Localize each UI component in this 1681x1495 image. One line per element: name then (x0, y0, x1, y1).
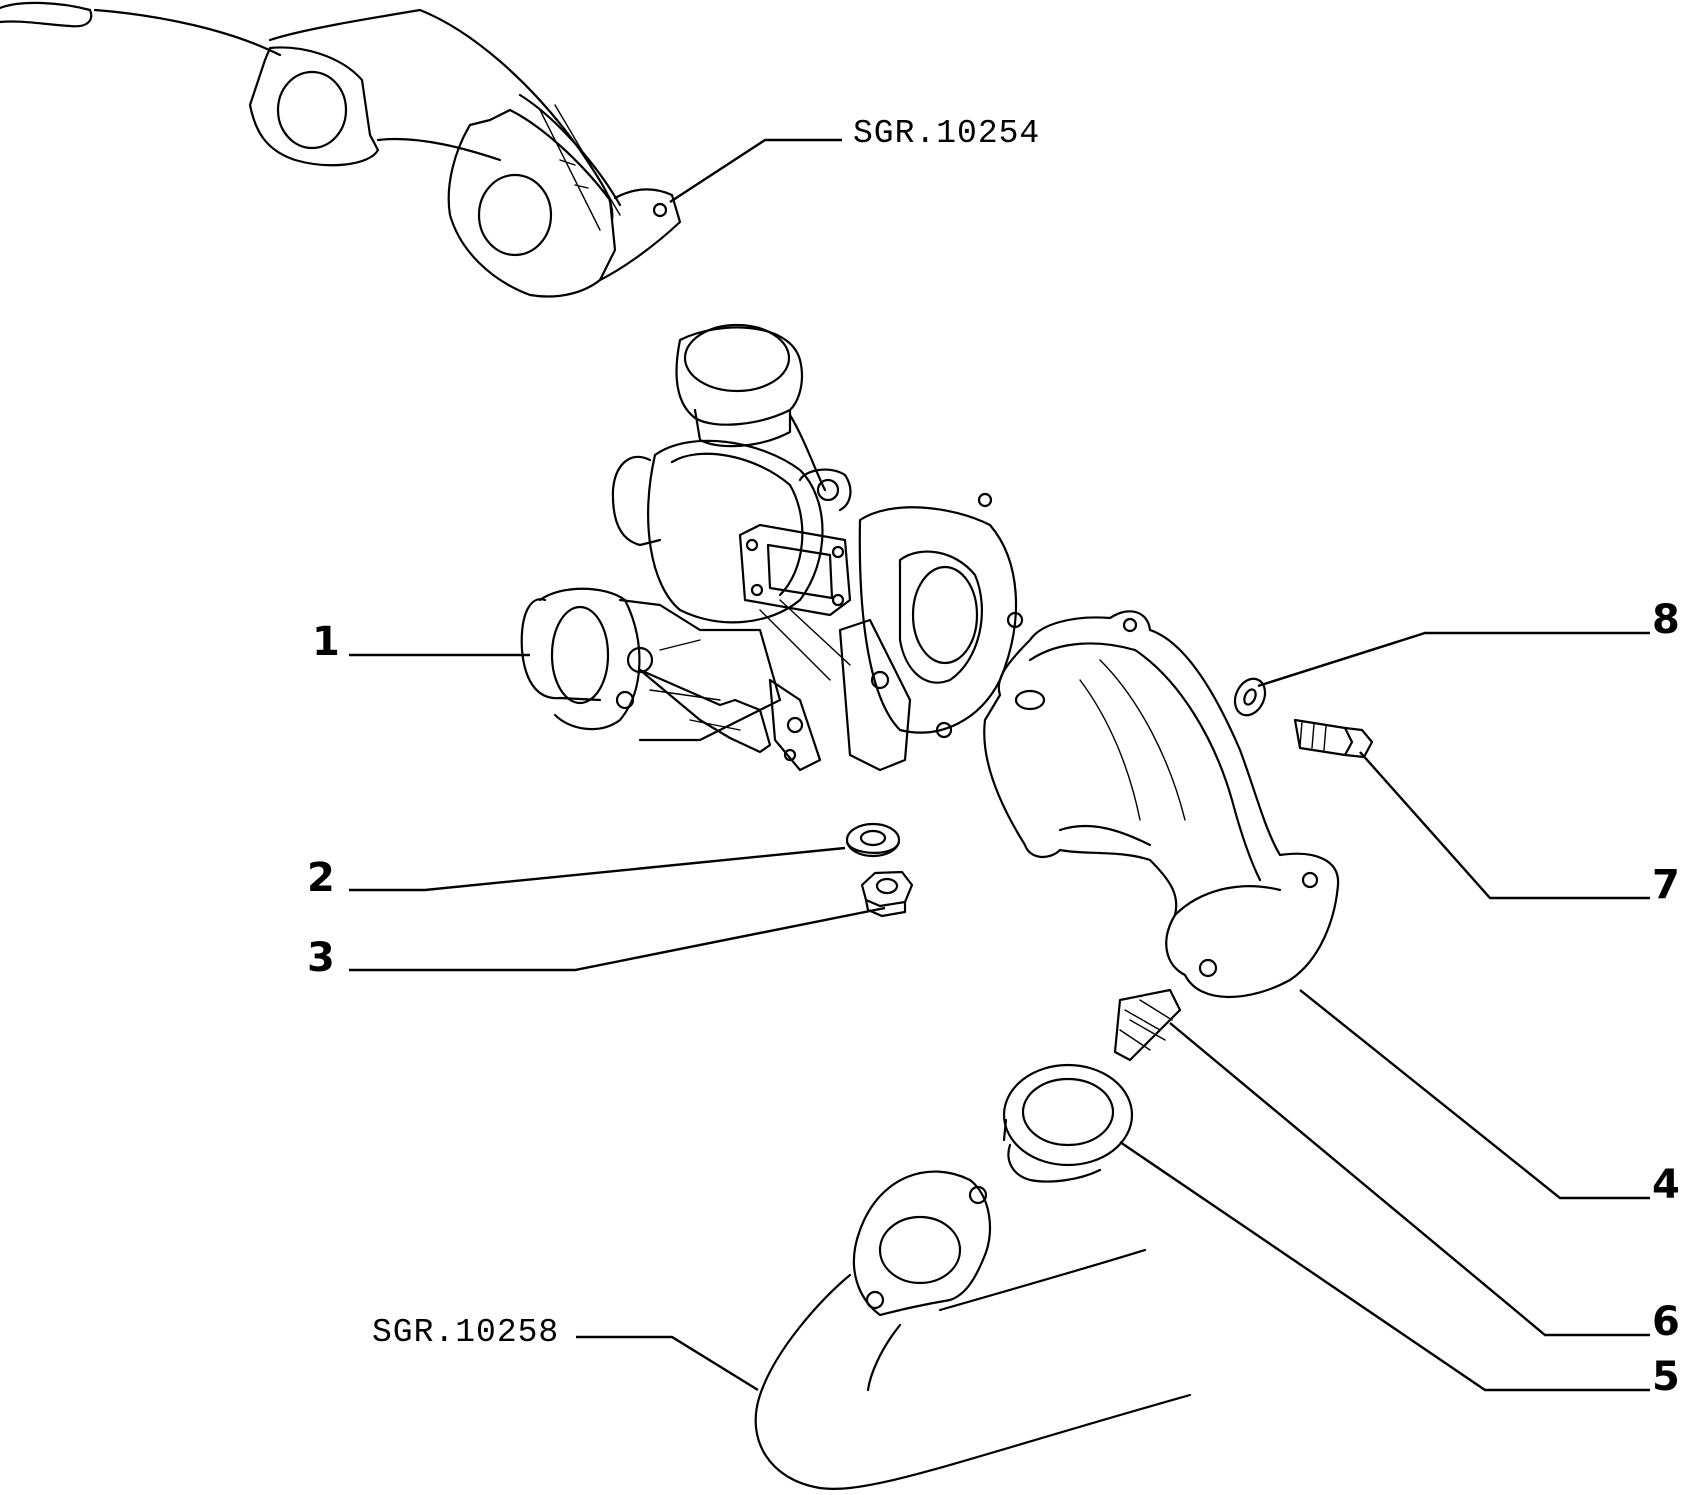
leader-sgr-10258 (576, 1335, 759, 1392)
reference-label-upper: SGR.10254 (853, 115, 1041, 152)
leader-5 (1119, 1141, 1650, 1392)
leader-lines (349, 138, 1650, 1392)
upper-exhaust-manifold (0, 1, 682, 298)
callout-1: 1 (312, 619, 340, 665)
lower-exhaust-pipe (754, 1170, 1192, 1490)
reference-label-lower: SGR.10258 (372, 1314, 560, 1351)
stud-item-6 (1113, 988, 1182, 1062)
callout-7: 7 (1652, 862, 1680, 908)
seal-ring-item-5 (1002, 1063, 1134, 1183)
nut-item-3 (860, 870, 914, 918)
callout-5: 5 (1652, 1354, 1680, 1400)
leader-3 (349, 906, 886, 972)
callout-4: 4 (1652, 1162, 1680, 1208)
bolt-item-7 (1293, 718, 1374, 759)
leader-6 (1169, 1022, 1650, 1337)
turbocharger (520, 323, 1024, 772)
leader-7 (1359, 751, 1650, 900)
exhaust-elbow-item-4 (983, 610, 1340, 999)
callout-2: 2 (307, 855, 335, 901)
washer-item-8 (1233, 677, 1267, 717)
washer-item-2 (845, 822, 901, 858)
callout-8: 8 (1652, 597, 1680, 643)
leader-4 (1299, 989, 1650, 1200)
callout-3: 3 (307, 935, 335, 981)
leader-2 (349, 846, 846, 892)
leader-sgr-10254 (669, 138, 842, 204)
leader-8 (1257, 631, 1650, 688)
callout-6: 6 (1652, 1299, 1680, 1345)
